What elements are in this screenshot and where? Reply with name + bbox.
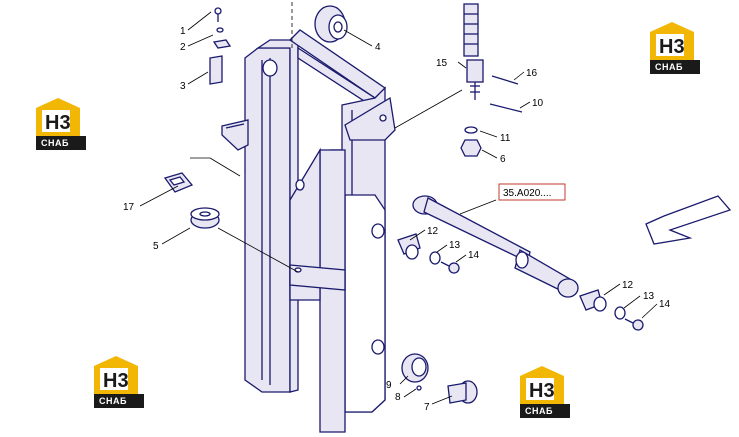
label-part-12a: 12 [427, 226, 439, 237]
part-8-washer[interactable] [416, 385, 422, 391]
logo-mark-4: H3 [529, 380, 555, 402]
label-part-7: 7 [424, 402, 430, 413]
part-16-pin[interactable] [491, 75, 519, 85]
part-13a-washer[interactable] [429, 251, 441, 265]
label-part-13a: 13 [449, 240, 461, 251]
logo-text-4: СНАБ [525, 406, 553, 416]
label-part-3: 3 [180, 81, 186, 92]
label-part-16: 16 [526, 68, 538, 79]
label-part-12b: 12 [622, 280, 634, 291]
label-part-5: 5 [153, 241, 159, 252]
logo-mark-3: H3 [103, 370, 129, 392]
label-part-6: 6 [500, 154, 506, 165]
part-1-screw[interactable] [214, 7, 222, 22]
mast-frame [221, 2, 396, 433]
watermark-logo-1: H3 СНАБ [650, 22, 700, 74]
part-17-block[interactable] [163, 172, 194, 193]
leader-lines [139, 11, 658, 405]
part-4-roller[interactable] [314, 5, 348, 43]
watermark-logo-4: H3 СНАБ [520, 366, 570, 418]
logo-text-2: СНАБ [41, 138, 69, 148]
watermark-logo-2: H3 СНАБ [36, 98, 86, 150]
reference-callout[interactable]: 35.A020.... [498, 183, 566, 201]
part-2-clip[interactable] [212, 27, 232, 49]
part-5-roller[interactable] [190, 207, 220, 229]
part-10-pin[interactable] [489, 103, 523, 113]
part-11-washer[interactable] [464, 126, 478, 134]
label-part-8: 8 [395, 392, 401, 403]
direction-arrow-icon [645, 195, 732, 245]
reference-label: 35.A020.... [503, 188, 551, 199]
label-part-10: 10 [532, 98, 544, 109]
logo-text-3: СНАБ [99, 396, 127, 406]
logo-mark-1: H3 [659, 36, 685, 58]
watermark-logo-3: H3 СНАБ [94, 356, 144, 408]
part-13b-washer[interactable] [614, 306, 626, 320]
part-14b-bolt[interactable] [624, 318, 644, 331]
part-9-roller[interactable] [401, 353, 429, 383]
part-7-stud[interactable] [447, 380, 478, 404]
part-15-chain-anchor[interactable] [466, 59, 484, 100]
label-part-14a: 14 [468, 250, 480, 261]
label-part-2: 2 [180, 42, 186, 53]
label-part-4: 4 [375, 42, 381, 53]
part-3-pad[interactable] [209, 55, 223, 85]
part-14a-bolt[interactable] [440, 261, 460, 274]
label-part-1: 1 [180, 26, 186, 37]
label-part-15: 15 [436, 58, 448, 69]
tilt-cylinder[interactable] [412, 195, 579, 298]
part-12b-pin[interactable] [579, 289, 607, 312]
label-part-11: 11 [500, 133, 511, 144]
label-part-13b: 13 [643, 291, 655, 302]
part-6-nut[interactable] [460, 139, 482, 157]
label-part-17: 17 [123, 202, 135, 213]
part-numbers: 1 2 3 4 5 6 7 8 9 10 11 12 13 14 12 13 1… [123, 26, 671, 413]
part-12a-pin[interactable] [397, 233, 421, 260]
logo-text-1: СНАБ [655, 62, 683, 72]
chain [463, 3, 479, 57]
label-part-14b: 14 [659, 299, 671, 310]
logo-mark-2: H3 [45, 112, 71, 134]
label-part-9: 9 [386, 380, 392, 391]
